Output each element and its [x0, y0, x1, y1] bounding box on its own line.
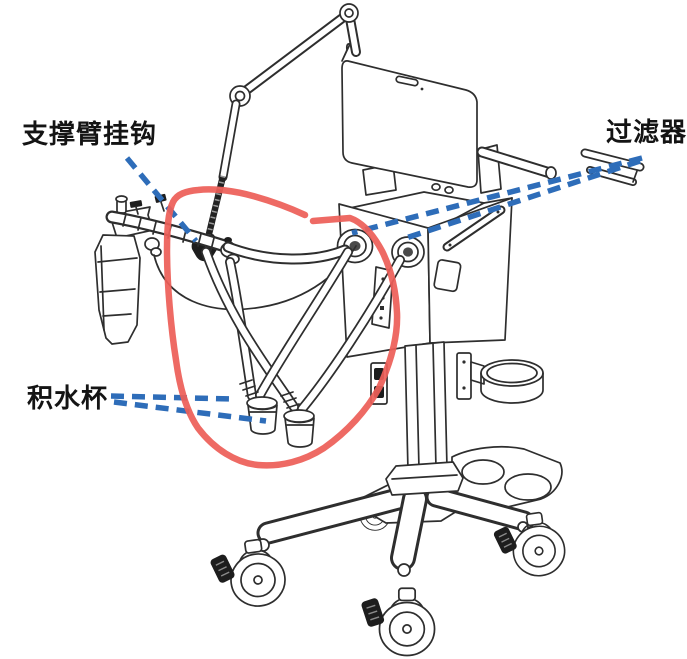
- red-highlight-circle: [163, 186, 401, 469]
- water-trap-cups: [239, 379, 315, 448]
- cart-base: [206, 446, 569, 657]
- humidifier-holder: [456, 352, 544, 404]
- main-unit: [338, 191, 513, 358]
- callout-water-trap-cup: 积水杯: [27, 384, 109, 414]
- callout-support-arm-hook: 支撑臂挂钩: [22, 120, 158, 150]
- cart-column: [370, 341, 448, 472]
- monitor: [341, 43, 557, 196]
- support-arm: [191, 3, 361, 262]
- leader-lines: [110, 155, 643, 424]
- water-trap-cup-1: [246, 396, 278, 435]
- callout-filter: 过滤器: [606, 118, 687, 148]
- water-trap-cup-2: [283, 409, 315, 448]
- monitor-screen: [341, 60, 478, 188]
- caster-wheel-front: [359, 587, 436, 657]
- caster-wheel-front-left: [206, 535, 290, 613]
- leader-line-filter-upper: [351, 155, 643, 236]
- leader-line-support-arm-hook: [124, 156, 199, 243]
- leader-line-water-trap-upper: [110, 393, 234, 402]
- ventilator-illustration: [94, 3, 645, 657]
- leader-line-water-trap-lower: [113, 399, 267, 424]
